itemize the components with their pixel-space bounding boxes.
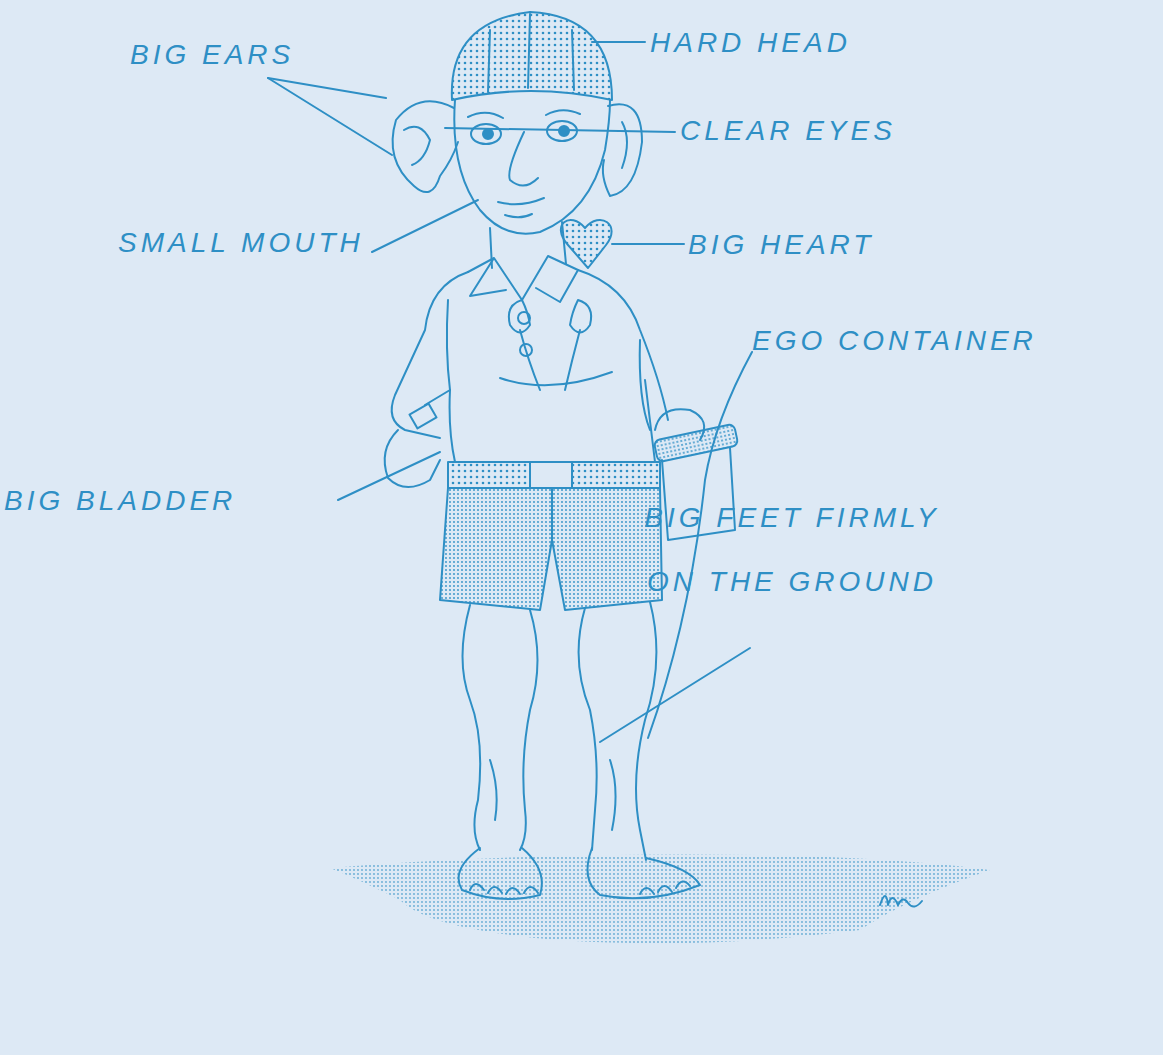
part-label: CLEAR EYES: [680, 114, 980, 148]
toes: [470, 884, 538, 894]
face: [454, 100, 610, 234]
ground-shadow: [330, 855, 990, 944]
left-hand: [385, 430, 440, 487]
toes: [640, 881, 690, 894]
right-leg: [579, 602, 657, 860]
heart: [561, 220, 612, 268]
leader-line: [592, 41, 645, 43]
neck: [490, 222, 566, 268]
ear-detail: [404, 127, 430, 165]
leader-line: [372, 200, 478, 252]
eye: [471, 124, 501, 144]
left-arm: [392, 272, 468, 438]
eyebrows: [468, 110, 580, 118]
head: [393, 12, 642, 234]
hat-seams: [488, 14, 574, 92]
part-label: BIG FEET FIRMLY ON THE GROUND: [642, 486, 942, 614]
part-label: SMALL MOUTH: [118, 226, 418, 260]
mouth: [498, 198, 544, 217]
leader-line: [612, 243, 684, 245]
ear-detail: [622, 122, 627, 168]
leader-line: [338, 452, 440, 500]
left-ear: [393, 101, 458, 192]
hard-hat: [452, 12, 612, 100]
leader-lines: [268, 42, 752, 742]
shorts: [440, 488, 662, 610]
nose: [509, 132, 538, 186]
right-ear: [603, 104, 642, 196]
ureters: [520, 330, 580, 390]
kidney: [509, 300, 530, 333]
leader-line: [600, 648, 750, 742]
jar-lid: [654, 424, 739, 463]
part-label: BIG HEART: [688, 228, 948, 262]
part-label: BIG BLADDER: [4, 484, 344, 518]
leg-muscles: [490, 760, 616, 830]
torso: [450, 380, 655, 462]
part-label: BIG EARS: [130, 38, 370, 72]
pupil: [559, 126, 569, 136]
right-foot: [588, 848, 701, 898]
belt-buckle: [530, 462, 572, 488]
part-label: EGO CONTAINER: [752, 324, 1152, 358]
eye: [547, 121, 577, 141]
part-label: HARD HEAD: [650, 26, 950, 60]
shirt-hem: [500, 372, 612, 385]
signature: [880, 896, 922, 907]
right-arm: [578, 270, 668, 420]
arm-inner: [425, 300, 450, 405]
kidney: [570, 300, 591, 333]
wristwatch: [409, 404, 436, 429]
leader-line: [268, 78, 392, 155]
collar: [468, 256, 578, 302]
left-foot: [459, 848, 542, 899]
belt: [448, 462, 660, 488]
left-leg: [463, 605, 538, 850]
pupil: [483, 129, 493, 139]
fly: [551, 488, 553, 540]
